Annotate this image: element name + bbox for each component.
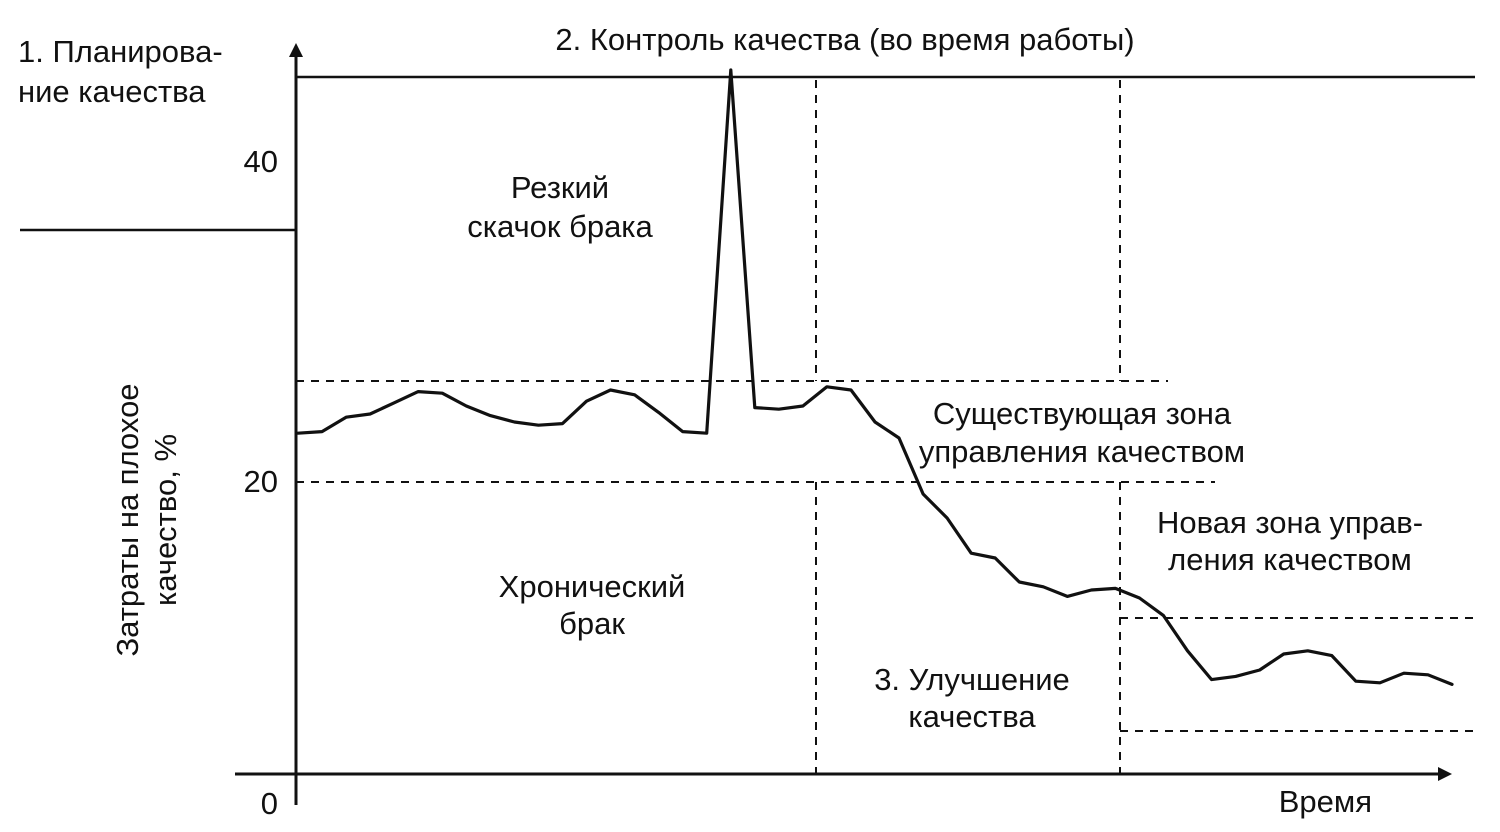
spike-label-line-2: скачок брака: [467, 209, 653, 244]
y-tick-20: 20: [244, 464, 278, 499]
existing-zone-label-line-1: Существующая зона: [933, 396, 1232, 431]
planning-phase-label-line-2: ние качества: [18, 74, 206, 109]
spike-label-line-1: Резкий: [511, 170, 609, 205]
new-zone-label-line-2: ления качеством: [1168, 542, 1412, 577]
existing-zone-label-line-2: управления качеством: [919, 434, 1245, 469]
new-zone-label-line-1: Новая зона управ-: [1157, 505, 1423, 540]
cost-of-poor-quality-curve: [296, 68, 1454, 687]
chronic-waste-label-line-1: Хронический: [499, 569, 686, 604]
chronic-waste-label-line-2: брак: [559, 606, 625, 641]
improvement-phase-label-line-2: качества: [908, 699, 1036, 734]
y-axis-label-line-1: Затраты на плохое: [110, 383, 145, 656]
x-axis-label: Время: [1279, 784, 1372, 819]
control-phase-label: 2. Контроль качества (во время работы): [555, 22, 1134, 57]
y-axis-label-line-2: качество, %: [148, 434, 183, 606]
improvement-phase-label-line-1: 3. Улучшение: [874, 662, 1070, 697]
y-axis-label: Затраты на плохое качество, %: [110, 383, 183, 656]
y-tick-40: 40: [244, 144, 278, 179]
planning-phase-label-line-1: 1. Планирова-: [18, 34, 223, 69]
x-tick-0: 0: [261, 786, 278, 821]
